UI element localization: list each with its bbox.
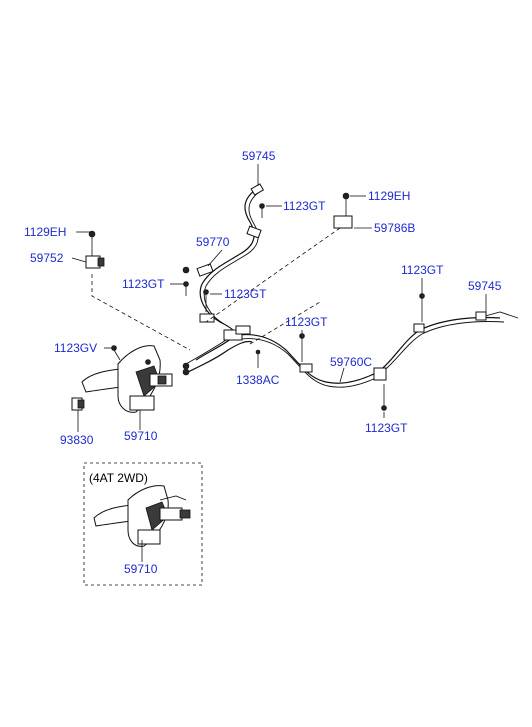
label-59710-inset: 59710 <box>124 562 158 576</box>
bolt-1338ac <box>255 349 261 368</box>
label-leaders <box>71 164 487 432</box>
label-1129eh-right: 1129EH <box>368 189 410 203</box>
label-1123gt-c: 1123GT <box>224 287 267 301</box>
label-59710: 59710 <box>124 429 158 443</box>
part-93830-clip <box>71 397 85 411</box>
bolt-1123gt-b <box>183 281 189 296</box>
label-59770: 59770 <box>196 235 230 249</box>
label-59745-right: 59745 <box>468 279 502 293</box>
bolts <box>111 203 425 411</box>
label-59786b: 59786B <box>374 221 415 235</box>
label-1338ac: 1338AC <box>236 373 280 387</box>
equalizer-assembly <box>182 325 253 376</box>
routing-guides <box>91 227 341 351</box>
label-1123gv: 1123GV <box>54 341 97 355</box>
label-1123gt-e: 1123GT <box>401 263 444 277</box>
callout-labels: 59745 1123GT 1129EH 59786B 1129EH 59770 … <box>24 149 502 576</box>
label-1123gt-a: 1123GT <box>283 199 326 213</box>
bolt-1123gt-c <box>203 289 209 312</box>
bolt-1123gt-e <box>419 293 425 322</box>
label-1129eh-left: 1129EH <box>24 225 66 239</box>
label-1123gt-f: 1123GT <box>365 421 408 435</box>
bolt-1123gt-f <box>381 384 387 411</box>
cable-59760c <box>231 311 519 388</box>
label-93830: 93830 <box>60 433 94 447</box>
inset-title: (4AT 2WD) <box>89 471 148 485</box>
bolt-1123gt-a <box>259 203 265 218</box>
label-59752: 59752 <box>30 251 64 265</box>
hand-brake-lever-59710 <box>81 345 173 413</box>
cable-59770 <box>182 183 265 361</box>
inset-4at-2wd <box>83 462 203 586</box>
label-59745-top: 59745 <box>242 149 276 163</box>
bolt-1123gv <box>111 345 121 361</box>
part-59786b-bracket <box>333 192 353 229</box>
label-59760c: 59760C <box>330 355 372 369</box>
part-59752-bracket <box>85 230 105 269</box>
bolt-1123gt-d <box>299 333 305 362</box>
label-1123gt-b: 1123GT <box>122 277 165 291</box>
label-1123gt-d: 1123GT <box>285 315 328 329</box>
